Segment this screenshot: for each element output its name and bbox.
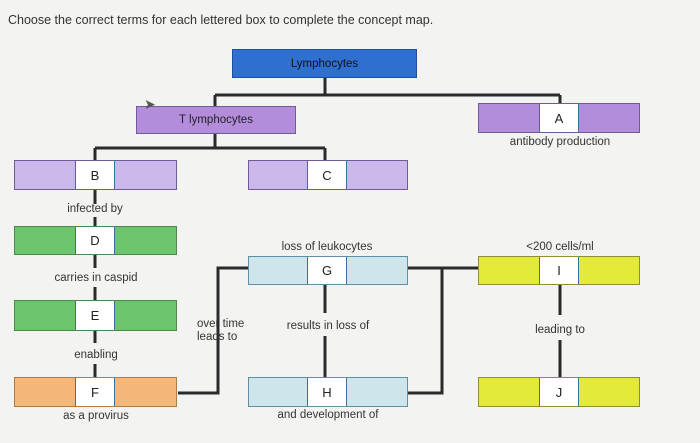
box-f-letter[interactable]: F xyxy=(75,378,115,406)
box-a-letter[interactable]: A xyxy=(539,104,579,132)
enabling-label: enabling xyxy=(74,349,118,361)
and-development-of-label: and development of xyxy=(277,409,379,421)
t-lymphocytes-label: T lymphocytes xyxy=(179,114,253,126)
box-c-letter[interactable]: C xyxy=(307,161,347,189)
infected-by-label: infected by xyxy=(67,203,123,215)
cells-count-label: <200 cells/ml xyxy=(526,241,594,253)
lymphocytes-box: Lymphocytes xyxy=(232,49,417,78)
box-i-letter[interactable]: I xyxy=(539,257,579,284)
results-in-loss-of-label: results in loss of xyxy=(268,320,388,333)
box-h-letter[interactable]: H xyxy=(307,378,347,406)
antibody-production-label: antibody production xyxy=(509,136,611,148)
lymphocytes-label: Lymphocytes xyxy=(290,58,359,70)
box-b-letter[interactable]: B xyxy=(75,161,115,189)
over-time-leads-to-label: over time leads to xyxy=(197,318,245,343)
box-f[interactable]: F xyxy=(14,377,177,407)
leading-to-label: leading to xyxy=(510,324,610,337)
box-e[interactable]: E xyxy=(14,300,177,331)
box-g-letter[interactable]: G xyxy=(307,257,347,284)
box-d-letter[interactable]: D xyxy=(75,227,115,254)
box-e-letter[interactable]: E xyxy=(75,301,115,330)
box-g[interactable]: G xyxy=(248,256,408,285)
box-j-letter[interactable]: J xyxy=(539,378,579,406)
as-a-provirus-label: as a provirus xyxy=(63,410,129,422)
carries-in-caspid-label: carries in caspid xyxy=(54,272,138,284)
loss-of-leukocytes-label: loss of leukocytes xyxy=(281,241,373,253)
instruction-text: Choose the correct terms for each letter… xyxy=(8,13,434,27)
t-lymphocytes-box: T lymphocytes xyxy=(136,106,296,134)
box-d[interactable]: D xyxy=(14,226,177,255)
box-i[interactable]: I xyxy=(478,256,640,285)
mouse-cursor-icon: ➤ xyxy=(144,96,156,112)
box-b[interactable]: B xyxy=(14,160,177,190)
box-c[interactable]: C xyxy=(248,160,408,190)
box-a[interactable]: A xyxy=(478,103,640,133)
box-h[interactable]: H xyxy=(248,377,408,407)
box-j[interactable]: J xyxy=(478,377,640,407)
